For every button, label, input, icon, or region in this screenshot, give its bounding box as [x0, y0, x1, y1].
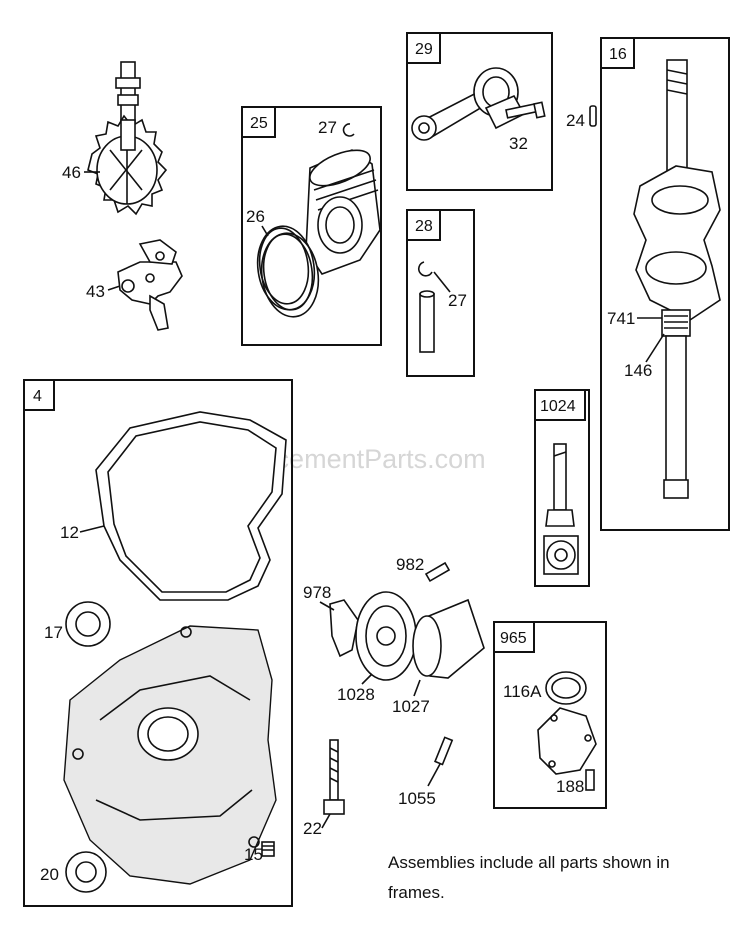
frame-16	[600, 37, 730, 531]
callout-982: 982	[396, 555, 424, 574]
frame-29-tag	[406, 32, 441, 64]
assemblies-note-line1: Assemblies include all parts shown in	[388, 853, 670, 872]
part-26-piston-rings[interactable]	[252, 223, 323, 321]
part-46-callout: 46	[62, 163, 100, 182]
part-982-fitting[interactable]	[424, 561, 451, 583]
part-188-screw[interactable]	[585, 769, 595, 791]
callout-1055: 1055	[398, 789, 436, 808]
part-32-rod-bolt[interactable]	[505, 101, 546, 119]
frame-1024-number: 1024	[540, 398, 576, 415]
part-43-callout: 43	[86, 282, 121, 301]
frame-29-number: 29	[415, 41, 433, 58]
part-22-screw[interactable]	[323, 739, 345, 815]
frame-4-tag	[23, 379, 55, 411]
callout-12: 12	[60, 523, 79, 542]
part-17-bearing-seal[interactable]	[65, 601, 111, 647]
part-1024-oil-pump[interactable]	[543, 443, 579, 575]
callout-32: 32	[509, 134, 528, 153]
frame-1024-tag	[534, 389, 586, 421]
callout-27a: 27	[318, 118, 337, 137]
part-46-camshaft-gear[interactable]	[87, 61, 168, 216]
part-28-wrist-pin[interactable]	[419, 290, 435, 353]
callout-20: 20	[40, 865, 59, 884]
frame-28-tag	[406, 209, 441, 241]
part-1027-oil-filter[interactable]	[412, 598, 485, 679]
part-1055-dowel-pin[interactable]	[434, 736, 454, 766]
callout-46: 46	[62, 163, 81, 182]
callout-741: 741	[607, 309, 635, 328]
frame-16-number: 16	[609, 46, 627, 63]
frame-965-tag	[493, 621, 535, 653]
part-25-piston[interactable]	[305, 143, 381, 275]
callout-27b: 27	[448, 291, 467, 310]
part-16-crankshaft[interactable]	[633, 59, 721, 499]
callout-15: 15	[244, 845, 263, 864]
part-27-clip-a[interactable]	[342, 123, 355, 137]
frame-965-number: 965	[500, 630, 527, 647]
frame-965	[493, 621, 607, 809]
part-12-gasket[interactable]	[95, 411, 287, 601]
callout-24: 24	[566, 111, 585, 130]
part-978-gasket[interactable]	[329, 599, 359, 658]
part-27-clip-b[interactable]	[418, 261, 433, 277]
frame-4-number: 4	[33, 388, 42, 405]
callout-17: 17	[44, 623, 63, 642]
part-24-key[interactable]	[589, 105, 597, 127]
callout-22: 22	[303, 819, 322, 838]
callout-116a: 116A	[503, 682, 542, 701]
frame-16-tag	[600, 37, 635, 69]
frame-25-number: 25	[250, 115, 268, 132]
frame-25-tag	[241, 106, 276, 138]
callout-146: 146	[624, 361, 652, 380]
frame-29	[406, 32, 553, 191]
frame-28-number: 28	[415, 218, 433, 235]
frame-25	[241, 106, 382, 346]
part-1028-filter-adapter[interactable]	[355, 591, 417, 681]
callout-1027: 1027	[392, 697, 430, 716]
part-4-crankcase-cover[interactable]	[63, 625, 277, 885]
callout-26: 26	[246, 207, 265, 226]
assemblies-note-line2: frames.	[388, 883, 445, 902]
part-116a-gasket[interactable]	[545, 671, 587, 705]
callout-43: 43	[86, 282, 105, 301]
part-965-breather-cover[interactable]	[537, 707, 597, 775]
callout-1028: 1028	[337, 685, 375, 704]
part-20-bearing-seal[interactable]	[65, 851, 107, 893]
part-43-governor[interactable]	[117, 239, 183, 331]
callout-978: 978	[303, 583, 331, 602]
callout-188: 188	[556, 777, 584, 796]
part-15-plug[interactable]	[261, 841, 275, 857]
part-29-connecting-rod[interactable]	[411, 67, 526, 141]
frame-4	[23, 379, 293, 907]
